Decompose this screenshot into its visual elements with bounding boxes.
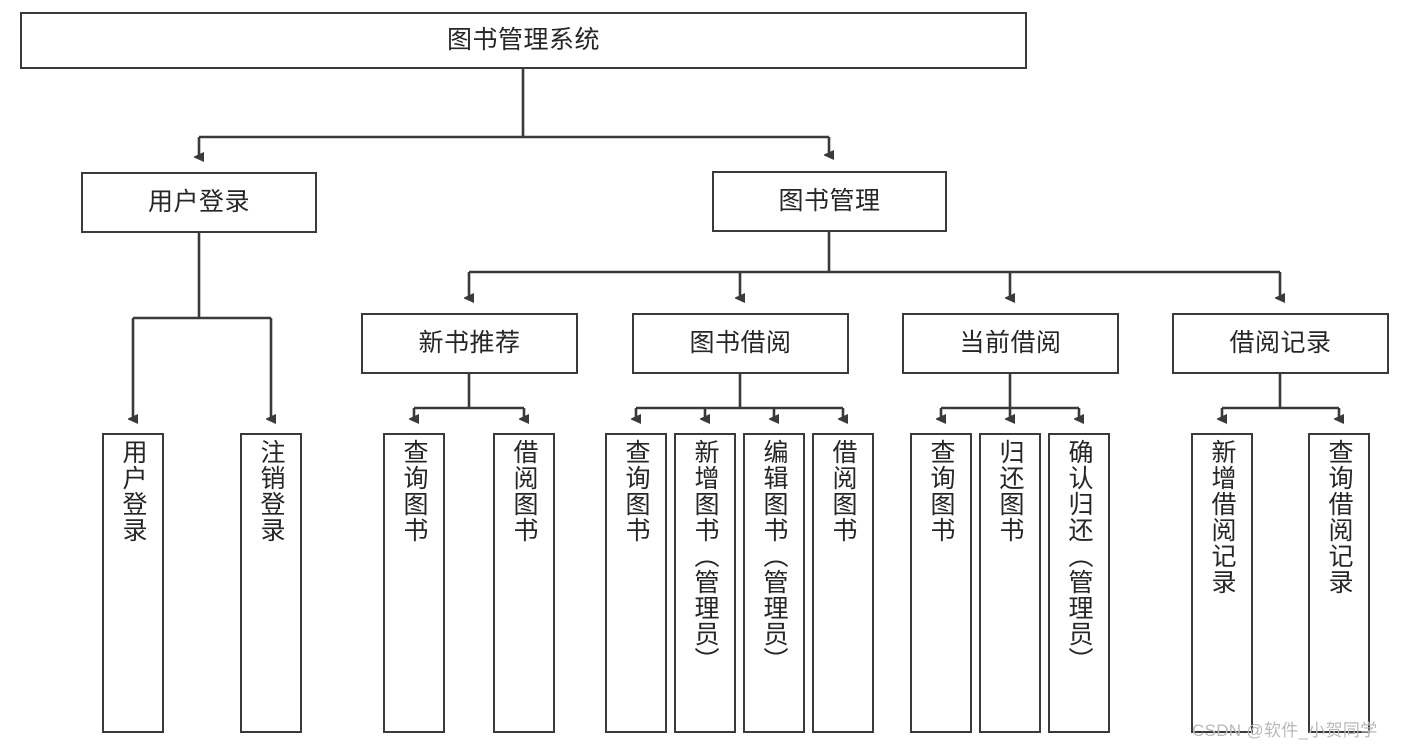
- node-borrow-record[interactable]: 借阅记录: [1172, 313, 1389, 374]
- node-label: 查询图书: [622, 439, 650, 543]
- node-leaf-query-book-1[interactable]: 查询图书: [383, 433, 445, 733]
- node-label: 查询图书: [927, 439, 955, 543]
- node-label: 图书管理: [778, 187, 881, 215]
- node-leaf-borrow-book-2[interactable]: 借阅图书: [812, 433, 874, 733]
- node-leaf-borrow-book-1[interactable]: 借阅图书: [493, 433, 555, 733]
- node-label: 图书管理系统: [446, 26, 600, 54]
- csdn-watermark: CSDN @软件_小贺同学: [1192, 721, 1378, 740]
- node-root-system[interactable]: 图书管理系统: [20, 12, 1027, 69]
- node-label: 新增图书（管理员）: [691, 439, 719, 673]
- node-label: 编辑图书（管理员）: [760, 439, 788, 673]
- node-leaf-edit-book[interactable]: 编辑图书（管理员）: [743, 433, 805, 733]
- node-label: 用户登录: [119, 439, 147, 543]
- node-label: 新增借阅记录: [1208, 439, 1236, 595]
- node-label: 查询图书: [400, 439, 428, 543]
- node-leaf-add-book[interactable]: 新增图书（管理员）: [674, 433, 736, 733]
- node-label: 借阅图书: [510, 439, 538, 543]
- node-book-borrow[interactable]: 图书借阅: [632, 313, 849, 374]
- node-label: 查询借阅记录: [1325, 439, 1353, 595]
- node-leaf-user-login[interactable]: 用户登录: [102, 433, 164, 733]
- node-label: 新书推荐: [418, 329, 521, 357]
- node-leaf-logout-login[interactable]: 注销登录: [240, 433, 302, 733]
- node-label: 归还图书: [996, 439, 1024, 543]
- node-label: 借阅图书: [829, 439, 857, 543]
- node-current-borrow[interactable]: 当前借阅: [902, 313, 1119, 374]
- node-leaf-query-book-3[interactable]: 查询图书: [910, 433, 972, 733]
- node-label: 注销登录: [257, 439, 285, 543]
- node-leaf-return-book[interactable]: 归还图书: [979, 433, 1041, 733]
- node-label: 确认归还（管理员）: [1065, 439, 1093, 673]
- node-leaf-query-record[interactable]: 查询借阅记录: [1308, 433, 1370, 733]
- node-leaf-add-record[interactable]: 新增借阅记录: [1191, 433, 1253, 733]
- node-label: 当前借阅: [959, 329, 1062, 357]
- node-label: 用户登录: [147, 188, 250, 216]
- node-label: 借阅记录: [1229, 329, 1332, 357]
- node-new-book-recommend[interactable]: 新书推荐: [361, 313, 578, 374]
- node-leaf-query-book-2[interactable]: 查询图书: [605, 433, 667, 733]
- node-leaf-confirm-return[interactable]: 确认归还（管理员）: [1048, 433, 1110, 733]
- node-user-login[interactable]: 用户登录: [81, 172, 317, 233]
- node-book-manage[interactable]: 图书管理: [712, 171, 947, 232]
- node-label: 图书借阅: [689, 329, 792, 357]
